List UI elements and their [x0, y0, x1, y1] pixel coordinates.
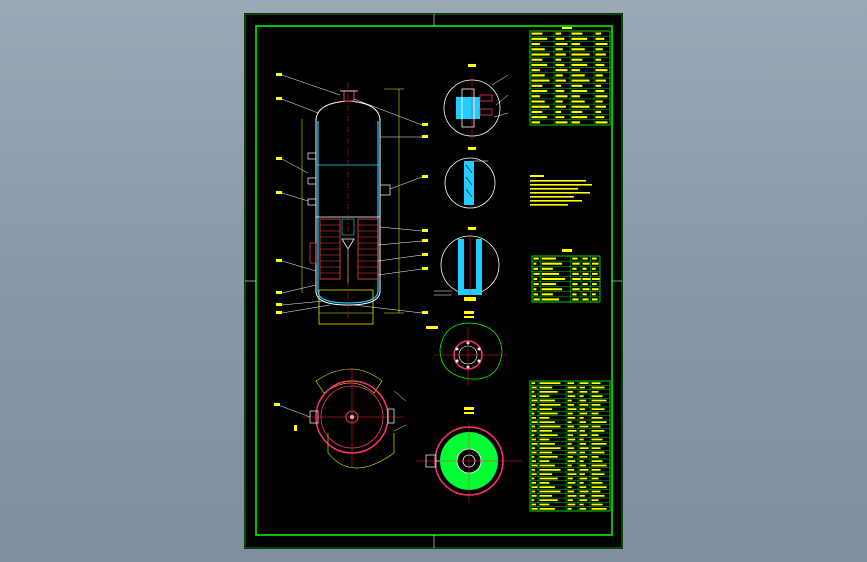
main-elevation-view [276, 73, 428, 325]
top-plan-view [274, 367, 407, 469]
parts-list-table [529, 380, 611, 512]
design-data-table [529, 27, 611, 126]
section-plan-2-view [416, 407, 522, 503]
nozzle-table [531, 249, 601, 303]
section-plan-1-view [426, 311, 506, 385]
technical-notes-block [530, 175, 592, 206]
drawing-sheet [244, 13, 623, 549]
detail-c-view [434, 227, 500, 303]
detail-b-view [444, 147, 496, 209]
drawing-canvas [244, 13, 623, 549]
detail-a-view [443, 64, 509, 139]
sheet-border [244, 13, 623, 549]
